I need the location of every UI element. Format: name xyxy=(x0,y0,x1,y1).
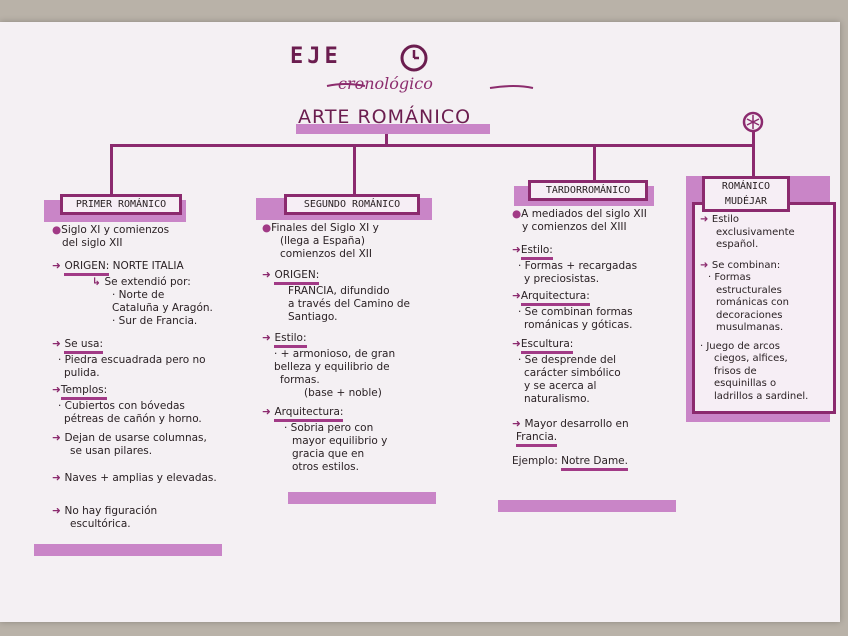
connector-col1 xyxy=(110,144,113,194)
connector-col4 xyxy=(752,128,755,176)
col3-content: ●A mediados del siglo XII y comienzos de… xyxy=(512,208,702,471)
col3-bottom-highlight xyxy=(498,500,676,512)
col1-title: PRIMER ROMÁNICO xyxy=(60,194,182,215)
col3-title: TARDORROMÁNICO xyxy=(528,180,648,201)
col2-title: SEGUNDO ROMÁNICO xyxy=(284,194,420,215)
title-eje: EJE xyxy=(290,44,342,69)
connector-col2 xyxy=(353,144,356,194)
cronologico-underline-icon xyxy=(326,83,534,89)
col4-content: ➜ Estilo exclusivamente español. ➜ Se co… xyxy=(700,214,809,402)
title-cronologico: cronológico xyxy=(338,74,433,93)
title-arte-romanico: ARTE ROMÁNICO xyxy=(298,106,472,128)
title-highlight xyxy=(296,124,490,134)
col1-bottom-highlight xyxy=(34,544,222,556)
col2-bottom-highlight xyxy=(288,492,436,504)
col4-title: ROMÁNICO MUDÉJAR xyxy=(702,176,790,212)
col2-content: ●Finales del Siglo XI y (llega a España)… xyxy=(262,222,410,473)
flower-icon xyxy=(742,111,764,133)
connector-stem xyxy=(385,134,388,146)
connector-col3 xyxy=(593,144,596,182)
connector-horizontal xyxy=(110,144,752,147)
clock-icon xyxy=(400,44,428,72)
col1-content: ●Siglo XI y comienzos del siglo XII ➜ OR… xyxy=(52,224,217,530)
